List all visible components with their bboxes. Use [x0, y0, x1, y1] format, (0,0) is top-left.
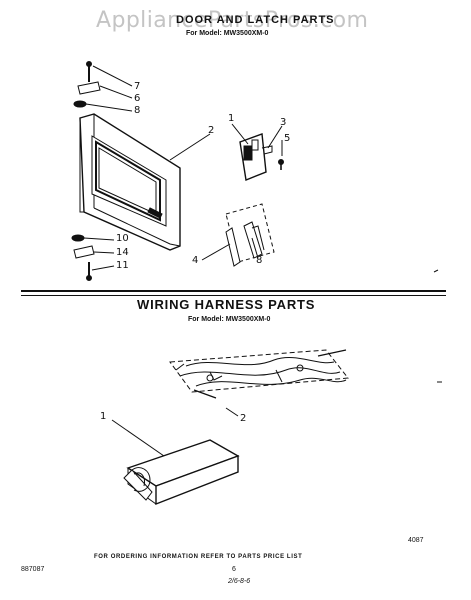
section-title-wiring: WIRING HARNESS PARTS: [137, 297, 316, 312]
interlock-switch-detail: [225, 203, 275, 267]
callout-5: 8: [256, 255, 263, 266]
callout-8-upper: 7: [134, 81, 141, 92]
section-title-door-latch: DOOR AND LATCH PARTS: [176, 14, 335, 26]
callout-6: 5: [284, 133, 291, 144]
model-label-door-latch: For Model: MW3500XM-0: [186, 30, 269, 37]
leader-lines-door-latch: [83, 65, 283, 271]
callout-3: 3: [280, 117, 287, 128]
latch-assembly: [239, 133, 284, 181]
callout-2-harness: 2: [240, 413, 247, 424]
watermark: AppliancePartsPros.com: [96, 8, 369, 33]
callout-14: 10: [116, 233, 129, 244]
callout-1-box: 1: [100, 411, 107, 422]
callout-10: 8: [134, 105, 141, 116]
callout-7: 6: [134, 93, 141, 104]
page-number: 6: [232, 566, 236, 573]
callout-11: 14: [116, 247, 129, 258]
harness-box: [123, 439, 240, 506]
handwritten-note: 2/6-8-6: [228, 578, 251, 585]
callout-1-latch: 1: [228, 113, 235, 124]
model-label-wiring: For Model: MW3500XM-0: [188, 316, 271, 323]
catalog-number: 887087: [21, 566, 45, 573]
wiring-harness-drawing: [169, 349, 349, 399]
callout-4: 4: [192, 255, 199, 266]
section-divider: [21, 290, 446, 296]
leader-lines-wiring: [111, 407, 239, 457]
diagram-code: 4087: [408, 537, 424, 544]
door-frame: [79, 113, 181, 251]
lower-hinge-assembly: [71, 234, 95, 281]
callout-2-door: 2: [208, 125, 215, 136]
callout-8-lower: 11: [116, 260, 129, 271]
upper-hinge-assembly: [73, 61, 101, 108]
ordering-note: FOR ORDERING INFORMATION REFER TO PARTS …: [94, 554, 303, 560]
stray-mark-top: [433, 269, 439, 273]
